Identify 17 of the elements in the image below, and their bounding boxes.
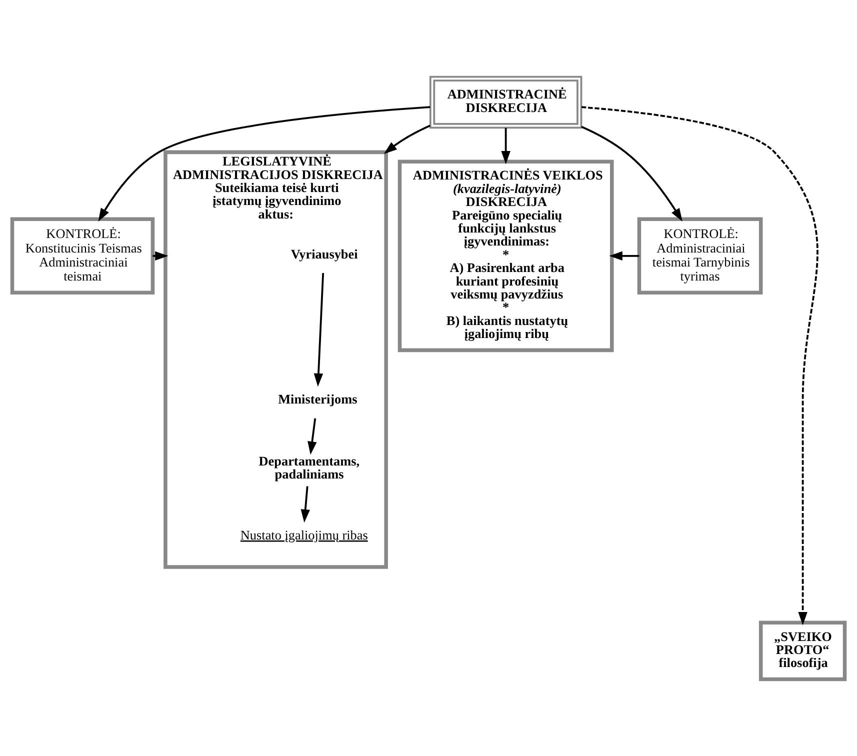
arrow: [308, 418, 317, 455]
arrow: [581, 106, 818, 626]
node-box: ADMINISTRACINĖ DISKRECIJA: [429, 76, 582, 129]
arrow: [314, 272, 324, 387]
node-box: „SVEIKO PROTO“ filosofija: [758, 620, 847, 682]
arrow: [609, 251, 640, 261]
arrow: [384, 124, 430, 154]
node-text: Nustato įgaliojimų ribas: [240, 527, 368, 542]
node-box: KONTROLĖ: Administraciniai teismai Tarnybinis tyrimas: [637, 217, 763, 295]
node-text: Departamentams, padaliniams: [258, 453, 360, 482]
node-text: Vyriausybei: [290, 246, 358, 262]
node-box: ADMINISTRACINĖS VEIKLOS (kvazilegis-latyvinė) DISKRECIJA Pareigūno specialių funkcijų lankstus įgyvendinimas: * A) Pasirenkant arba kuriant profesinių veiksmų pavyzdžius * B) laikantis nustatytų įgaliojimų ribų: [398, 160, 614, 352]
arrow: [501, 128, 510, 164]
arrow: [300, 486, 310, 523]
arrow: [581, 126, 682, 222]
arrow: [98, 106, 430, 222]
node-text: Ministerijoms: [278, 392, 358, 407]
